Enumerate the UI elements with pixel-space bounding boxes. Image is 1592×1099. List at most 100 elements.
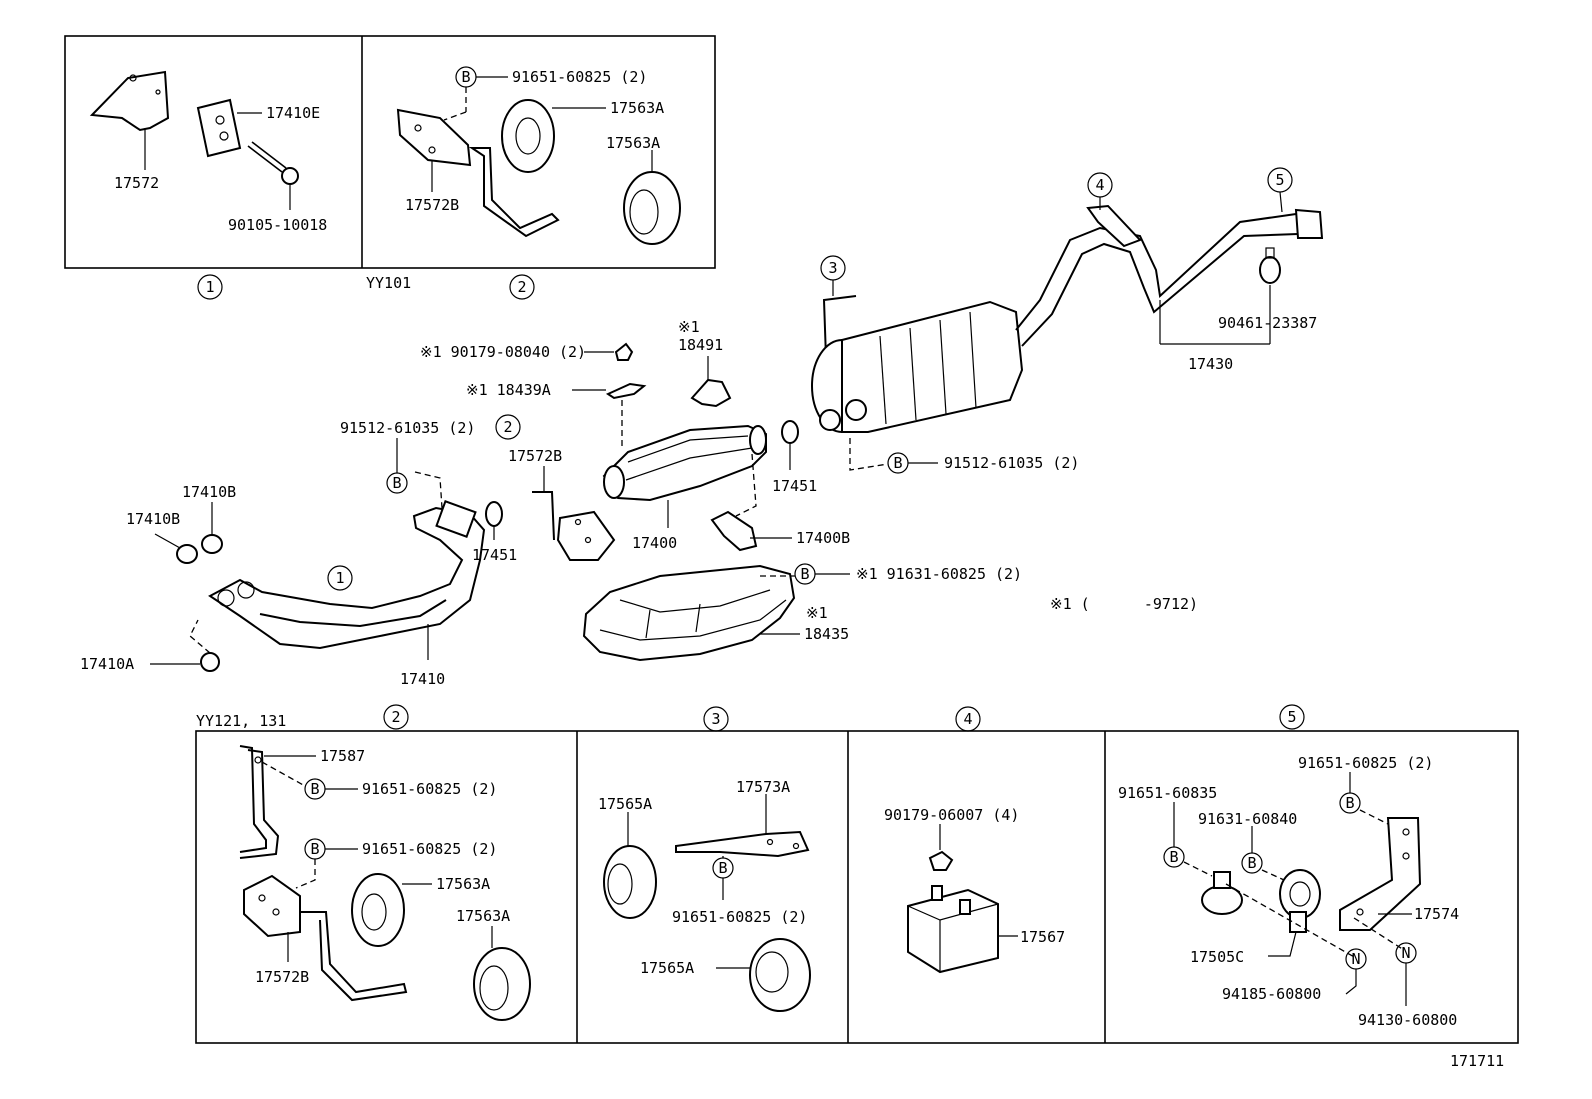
- label-91651-60835: 91651-60835: [1118, 784, 1217, 802]
- label-17565A-2: 17565A: [640, 959, 694, 977]
- badge-n-94130: N: [1395, 942, 1417, 964]
- badge-b-91651-60835: B: [1163, 846, 1185, 868]
- diagram-id: 171711: [1450, 1052, 1504, 1070]
- clamp-18439A-drawing: [605, 382, 647, 400]
- svg-text:B: B: [461, 68, 470, 86]
- svg-text:3: 3: [711, 710, 720, 728]
- clamp-ring-drawing: [1201, 871, 1243, 915]
- panel-title-yy121: YY121, 131: [196, 712, 286, 730]
- bolt-90105-10018-drawing: [247, 141, 299, 185]
- hanger-17565A-2-drawing: [749, 938, 811, 1012]
- label-17572B-bottom: 17572B: [255, 968, 309, 986]
- label-91512-61035-right: 91512-61035 (2): [944, 454, 1079, 472]
- label-17410E: 17410E: [266, 104, 320, 122]
- label-17410B-b: 17410B: [126, 510, 180, 528]
- label-17565A-1: 17565A: [598, 795, 652, 813]
- label-17505C: 17505C: [1190, 948, 1244, 966]
- circled-number-2-main: 2: [495, 414, 521, 440]
- circled-number-3-main: 3: [820, 255, 846, 281]
- svg-text:5: 5: [1275, 171, 1284, 189]
- badge-b-bottom2: B: [304, 838, 326, 860]
- label-91631-60840: 91631-60840: [1198, 810, 1297, 828]
- label-17567: 17567: [1020, 928, 1065, 946]
- label-17573A: 17573A: [736, 778, 790, 796]
- badge-b-91512-right: B: [887, 452, 909, 474]
- svg-text:2: 2: [517, 278, 526, 296]
- badge-b-top: B: [455, 66, 477, 88]
- circled-number-2-bottom: 2: [383, 704, 409, 730]
- label-17451-right: 17451: [772, 477, 817, 495]
- badge-b-bottom4: B: [1339, 792, 1361, 814]
- svg-text:N: N: [1401, 944, 1410, 962]
- badge-b-91631-60840: B: [1241, 852, 1263, 874]
- nut-90179-08040-drawing: [614, 342, 634, 361]
- badge-b-91512-left: B: [386, 472, 408, 494]
- label-17587: 17587: [320, 747, 365, 765]
- svg-text:B: B: [718, 859, 727, 877]
- bracket-17573A-drawing: [675, 830, 810, 858]
- svg-text:B: B: [1345, 794, 1354, 812]
- nut-90179-06007-drawing: [928, 850, 954, 871]
- clamp-90461-23387-drawing: [1259, 247, 1281, 284]
- circled-number-1-top: 1: [197, 274, 223, 300]
- svg-text:4: 4: [963, 710, 972, 728]
- muffler-17430-drawing: [811, 204, 1324, 433]
- label-17410A: 17410A: [80, 655, 134, 673]
- svg-text:2: 2: [391, 708, 400, 726]
- circled-number-4-bottom: 4: [955, 706, 981, 732]
- svg-text:1: 1: [205, 278, 214, 296]
- bracket-17587-drawing: [239, 745, 280, 859]
- label-91651-60825-b4: 91651-60825 (2): [1298, 754, 1433, 772]
- label-91651-60825-b3: 91651-60825 (2): [672, 908, 807, 926]
- svg-text:B: B: [893, 454, 902, 472]
- gasket-17410E-drawing: [196, 98, 242, 158]
- label-17410: 17410: [400, 670, 445, 688]
- label-91631-60825: ※1 91631-60825 (2): [856, 565, 1022, 583]
- hanger-17563A-b1-drawing: [351, 873, 405, 947]
- top-inset-frame: [64, 35, 716, 269]
- svg-text:3: 3: [828, 259, 837, 277]
- bracket-17574-drawing: [1339, 817, 1422, 931]
- svg-text:2: 2: [503, 418, 512, 436]
- footnote: ※1 ( -9712): [1050, 595, 1198, 613]
- svg-text:5: 5: [1287, 708, 1296, 726]
- label-17572B-mid: 17572B: [508, 447, 562, 465]
- front-pipe-17410-drawing: [208, 500, 486, 650]
- converter-17400-drawing: [602, 424, 767, 502]
- label-17563A-top1: 17563A: [610, 99, 664, 117]
- gasket-17400B-drawing: [710, 510, 758, 552]
- svg-text:B: B: [392, 474, 401, 492]
- label-18435-mark: ※1: [806, 604, 828, 622]
- hanger-17563A-top1-drawing: [501, 99, 555, 173]
- hanger-17563A-b2-drawing: [473, 947, 531, 1021]
- circled-number-3-bottom: 3: [703, 706, 729, 732]
- svg-text:B: B: [1247, 854, 1256, 872]
- nuts-17410B-drawing: [176, 534, 223, 564]
- label-18439A: ※1 18439A: [466, 381, 551, 399]
- svg-text:B: B: [310, 780, 319, 798]
- bracket-17572B-top-drawing: [396, 108, 560, 238]
- svg-text:1: 1: [335, 569, 344, 587]
- label-17400: 17400: [632, 534, 677, 552]
- label-18491: 18491: [678, 336, 723, 354]
- label-17563A-top2: 17563A: [606, 134, 660, 152]
- label-17574: 17574: [1414, 905, 1459, 923]
- label-17572: 17572: [114, 174, 159, 192]
- insulator-18435-drawing: [582, 564, 796, 662]
- label-90179-06007: 90179-06007 (4): [884, 806, 1019, 824]
- label-90105-10018: 90105-10018: [228, 216, 327, 234]
- label-17400B: 17400B: [796, 529, 850, 547]
- label-94130-60800: 94130-60800: [1358, 1011, 1457, 1029]
- label-91512-61035-left: 91512-61035 (2): [340, 419, 475, 437]
- label-17563A-b1: 17563A: [436, 875, 490, 893]
- bottom-inset-frame: [195, 730, 1519, 1044]
- bracket-17572-drawing: [89, 70, 170, 132]
- mount-17567-drawing: [907, 885, 999, 974]
- label-17563A-b2: 17563A: [456, 907, 510, 925]
- panel-title-yy101: YY101: [366, 274, 411, 292]
- hanger-17563A-top2-drawing: [623, 171, 681, 245]
- label-90179-08040: ※1 90179-08040 (2): [420, 343, 586, 361]
- circled-number-5-main: 5: [1267, 167, 1293, 193]
- label-17430: 17430: [1188, 355, 1233, 373]
